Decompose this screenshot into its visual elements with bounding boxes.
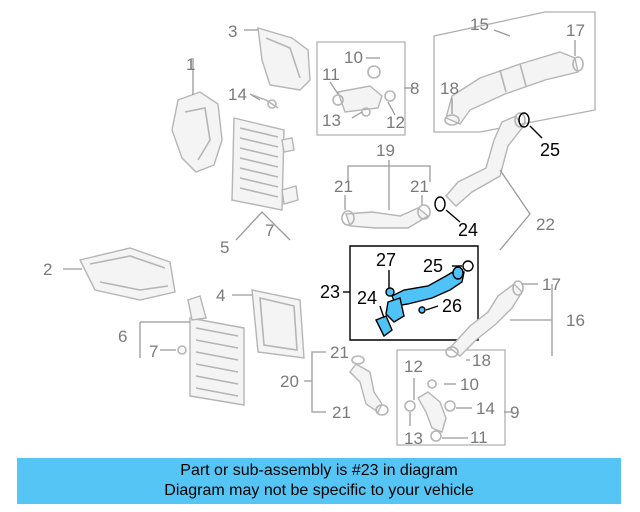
part-5-intercooler-upper [231,117,299,241]
label-21-b: 21 [410,177,429,196]
part-16-hose [445,280,553,361]
label-3: 3 [228,22,237,41]
label-10-upper: 10 [344,48,363,67]
part-4-shroud [232,289,305,359]
part-2-air-duct [63,247,176,301]
label-15: 15 [470,15,489,34]
part-24-25-seals-upper [434,112,543,223]
parts-diagram: 1 2 3 4 5 6 7 7 7 8 9 10 10 11 11 12 12 … [43,11,596,448]
part-15-hose [444,29,584,126]
label-11-upper: 11 [322,65,340,84]
label-7-lower: 7 [149,342,158,361]
part-20-hose [304,351,389,416]
label-13-lower: 13 [404,429,423,448]
part-23-coolant-pipe [375,260,474,338]
label-25-lower: 25 [423,256,443,276]
label-21-a: 21 [334,177,353,196]
part-23-box [343,245,479,341]
label-12-upper: 12 [386,113,405,132]
label-20: 20 [280,372,299,391]
label-22: 22 [536,215,555,234]
label-1: 1 [186,55,195,74]
label-7-upper: 7 [265,221,274,240]
label-26: 26 [442,296,462,316]
label-19: 19 [376,141,395,160]
label-24-upper: 24 [458,220,478,240]
label-14-upper: 14 [228,85,247,104]
group-box-9 [396,349,506,446]
label-21-d: 21 [332,403,351,422]
label-6: 6 [118,327,127,346]
label-24-lower: 24 [357,288,377,308]
label-21-c: 21 [330,343,349,362]
label-25-upper: 25 [540,140,560,160]
label-5: 5 [220,238,229,257]
label-14-lower: 14 [476,399,495,418]
label-18-upper: 18 [440,79,459,98]
part-3-bracket [244,27,311,91]
label-11-lower: 11 [470,428,488,447]
label-4: 4 [216,286,225,305]
part-6-intercooler-lower [139,295,245,406]
banner-line-1: Part or sub-assembly is #23 in diagram [180,462,458,479]
label-9: 9 [510,403,519,422]
label-2: 2 [43,260,52,279]
part-9-group [404,378,512,442]
group-box-15 [433,11,596,133]
part-1-intake-duct [171,58,223,173]
label-8: 8 [410,79,419,98]
info-banner: Part or sub-assembly is #23 in diagram D… [17,458,621,504]
label-27: 27 [376,250,396,270]
label-17-lower: 17 [542,275,561,294]
group-box-8 [316,41,406,136]
part-19-hose [341,160,431,229]
label-23: 23 [320,282,340,302]
label-16: 16 [566,311,585,330]
banner-line-2: Diagram may not be specific to your vehi… [164,482,474,499]
label-17-upper: 17 [566,21,585,40]
part-8-group [329,57,412,119]
label-12-lower: 12 [404,357,423,376]
label-10-lower: 10 [460,375,479,394]
label-13-upper: 13 [322,111,341,130]
part-14-bolt-top [249,93,279,109]
label-18-lower: 18 [472,351,491,370]
